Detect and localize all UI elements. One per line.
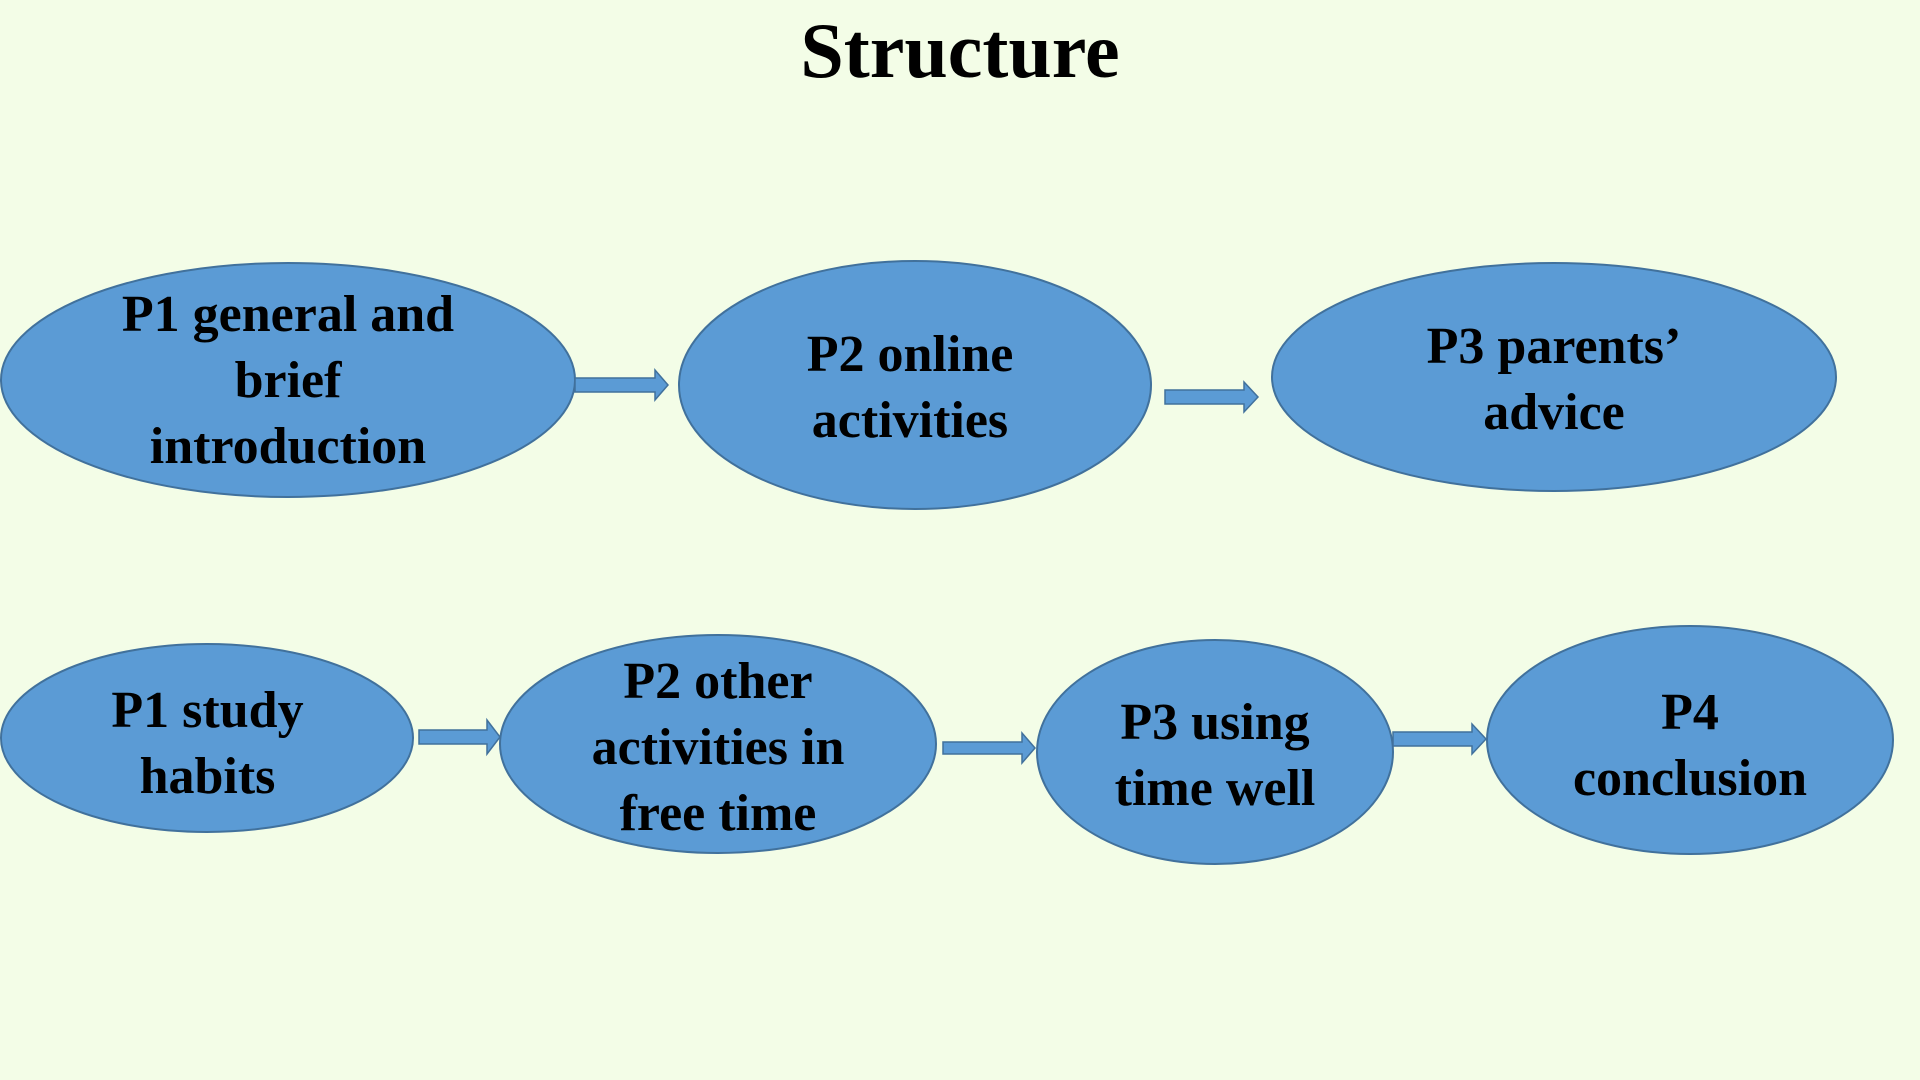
arrow-icon <box>942 730 1036 766</box>
row1-node1-ellipse <box>0 262 576 498</box>
arrow-icon <box>418 717 501 757</box>
row1-node3-ellipse <box>1271 262 1837 492</box>
row2-node3-ellipse <box>1036 639 1394 865</box>
row2-node2-ellipse <box>499 634 937 854</box>
page-title: Structure <box>800 7 1120 94</box>
arrow-icon <box>1392 722 1488 756</box>
arrow-icon <box>574 367 669 403</box>
row2-node4-ellipse <box>1486 625 1894 855</box>
arrow-icon <box>1164 380 1260 414</box>
row2-node1-ellipse <box>0 643 414 833</box>
row1-node2-ellipse <box>678 260 1152 510</box>
